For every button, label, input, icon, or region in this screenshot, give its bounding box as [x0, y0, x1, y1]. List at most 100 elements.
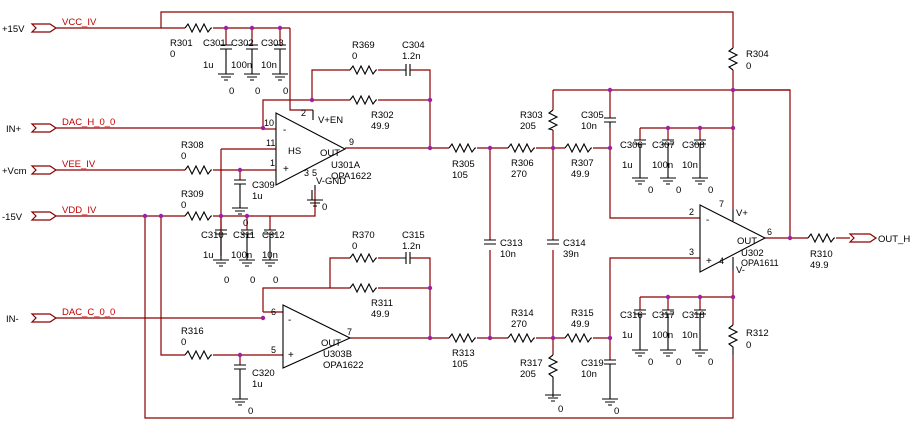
r308-ref: R308: [181, 140, 204, 151]
u301a-pin9: 9: [349, 137, 354, 147]
u302-part: OPA1611: [741, 258, 779, 268]
c307-ref: C307: [652, 140, 675, 151]
c302-val: 100n: [231, 60, 252, 71]
horizontal-capacitors: [400, 64, 412, 264]
c305-val: 10n: [581, 121, 597, 132]
c314-ref: C314: [563, 238, 586, 249]
opamp-u302[interactable]: [699, 204, 767, 273]
r317-ref: R317: [520, 358, 543, 369]
gnd-label: 0: [648, 357, 653, 368]
u301a-part: OPA1622: [331, 171, 372, 182]
c306-val: 1u: [622, 160, 633, 171]
c313-ref: C313: [500, 238, 523, 249]
r303-ref: R303: [520, 110, 543, 121]
u303b-pin6: 6: [271, 307, 276, 317]
c318-val: 10n: [682, 330, 698, 341]
vertical-resistors: [547, 47, 739, 397]
label-vdd: VDD_IV: [62, 205, 97, 216]
c316-ref: C316: [620, 310, 643, 321]
c304-val: 1.2n: [402, 51, 421, 62]
u302-vp: V+: [736, 208, 748, 219]
gnd-label: 0: [224, 275, 229, 286]
u301a-pin3: 3: [304, 168, 309, 178]
c304-ref: C304: [402, 40, 425, 51]
r313-ref: R313: [452, 348, 475, 359]
opamp-u301a[interactable]: [275, 110, 347, 190]
r310-val: 49.9: [810, 260, 829, 271]
c319-ref: C319: [581, 358, 604, 369]
r317-val: 205: [520, 369, 536, 380]
u301a-minus: -: [283, 125, 286, 136]
c301-val: 1u: [203, 60, 214, 71]
u301a-out: OUT: [320, 148, 340, 159]
port-outh[interactable]: [848, 233, 878, 243]
u302-pin6: 6: [767, 227, 772, 237]
gnd-label: 0: [283, 86, 288, 97]
u303b-minus: -: [288, 315, 291, 326]
port-p15v[interactable]: [30, 23, 58, 33]
r306-ref: R306: [511, 158, 534, 169]
gnd-label: 0: [676, 185, 681, 196]
u303b-pin7: 7: [347, 327, 352, 337]
u303b-part: OPA1622: [323, 360, 364, 371]
r305-val: 105: [452, 170, 468, 181]
r370-val: 0: [352, 241, 357, 252]
u302-minus: -: [706, 215, 709, 226]
u301a-ven: V+EN: [318, 115, 343, 126]
c309-val: 1u: [252, 191, 263, 202]
r314-val: 270: [511, 319, 527, 330]
u301a-pin10: 10: [264, 118, 274, 128]
gnd-label: 0: [708, 357, 713, 368]
u301a-ref: U301A: [331, 160, 361, 171]
c306-ref: C306: [620, 140, 643, 151]
r315-ref: R315: [571, 308, 594, 319]
r304-val: 0: [746, 61, 751, 72]
opamp-u303b[interactable]: [282, 304, 352, 369]
port-m15v[interactable]: [30, 211, 58, 221]
gnd-label: 0: [229, 86, 234, 97]
c316-val: 1u: [622, 330, 633, 341]
r301-val: 0: [170, 49, 175, 60]
gnd-label: 0: [648, 185, 653, 196]
vertical-capacitors: [215, 44, 706, 399]
label-inp: IN+: [6, 124, 22, 135]
port-inp[interactable]: [30, 123, 58, 133]
u302-pin7: 7: [719, 199, 724, 209]
c319-val: 10n: [581, 369, 597, 380]
u301a-hs: HS: [288, 146, 301, 157]
c308-val: 10n: [682, 160, 698, 171]
r307-val: 49.9: [571, 169, 590, 180]
junctions: [142, 25, 793, 358]
c308-ref: C308: [682, 140, 705, 151]
r305-ref: R305: [452, 159, 475, 170]
r306-val: 270: [511, 169, 527, 180]
gnd-label: 0: [558, 404, 563, 415]
u301a-pin5: 5: [312, 168, 317, 178]
u301a-pin11: 11: [266, 138, 275, 148]
r369-ref: R369: [352, 40, 375, 51]
u302-pin4: 4: [719, 256, 724, 266]
label-vee: VEE_IV: [62, 159, 96, 170]
u302-out: OUT: [737, 236, 757, 247]
c315-val: 1.2n: [402, 241, 421, 252]
u301a-vgnd: V-GND: [316, 176, 346, 187]
part-labels: R301 0 C301 1u C302 100n C303 10n R369 0…: [170, 38, 833, 390]
label-m15v: -15V: [2, 212, 23, 223]
label-inm: IN-: [6, 314, 19, 325]
label-dach: DAC_H_0_0: [62, 117, 115, 128]
port-inm[interactable]: [30, 313, 58, 323]
r311-ref: R311: [371, 298, 393, 309]
c318-ref: C318: [682, 310, 705, 321]
gnd-label: 0: [322, 202, 327, 213]
label-dacc: DAC_C_0_0: [62, 307, 115, 318]
r313-val: 105: [452, 359, 468, 370]
gnd-label: 0: [676, 357, 681, 368]
r312-val: 0: [746, 340, 751, 351]
label-vcc: VCC_IV: [62, 17, 97, 28]
c307-val: 100n: [652, 160, 673, 171]
gnd-label: 0: [243, 218, 248, 229]
port-vcm[interactable]: [30, 165, 58, 175]
r314-ref: R314: [511, 308, 534, 319]
r310-ref: R310: [810, 249, 833, 260]
